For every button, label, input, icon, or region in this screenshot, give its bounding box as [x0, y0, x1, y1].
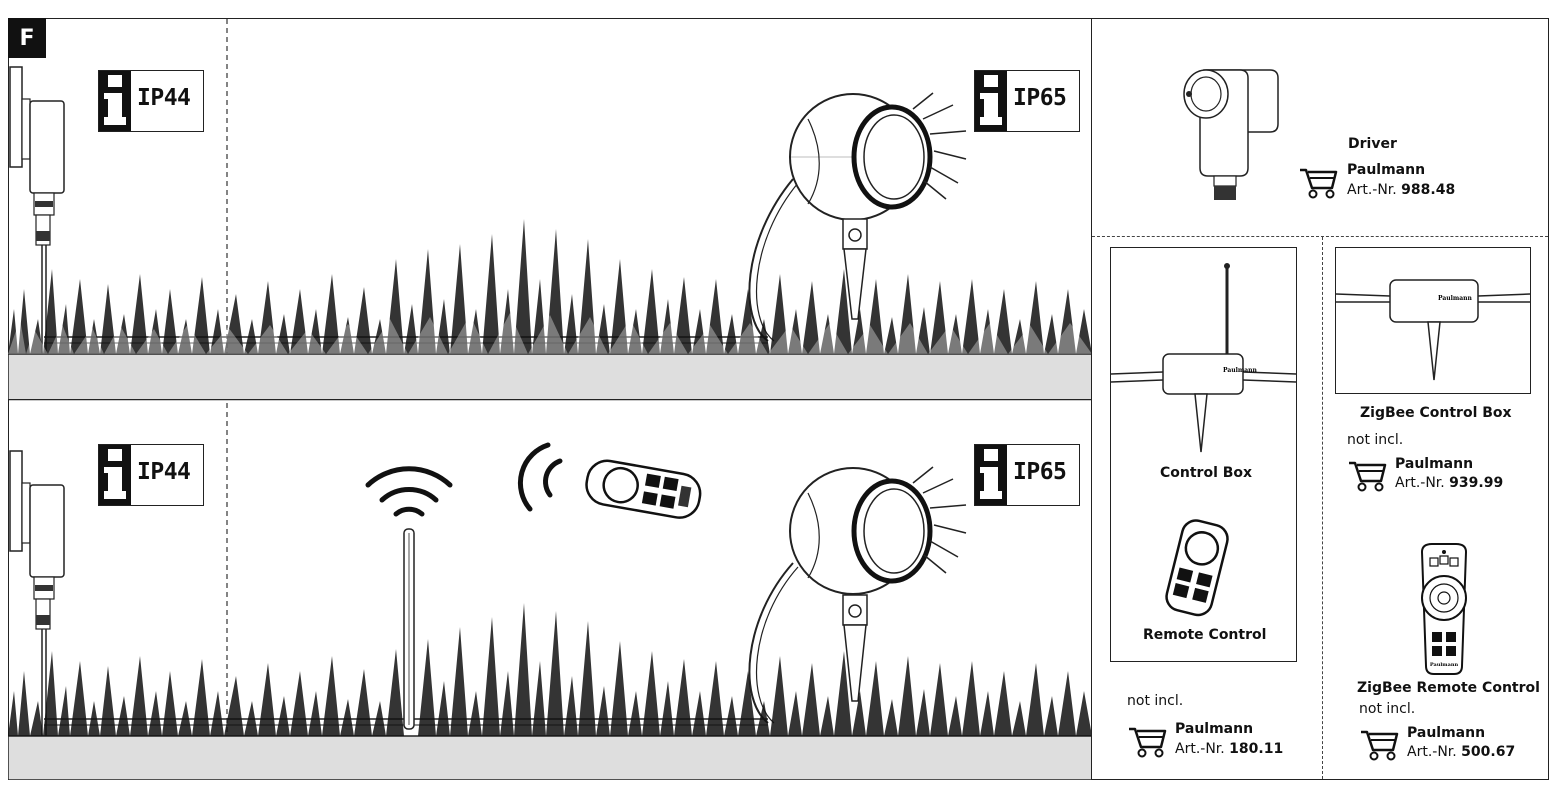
info-icon	[99, 71, 131, 131]
accessory-divider	[1092, 236, 1548, 237]
zigbee-remote-article: Art.-Nr. 500.67	[1407, 744, 1515, 760]
ip-rating-text: IP65	[1013, 459, 1066, 485]
device-brand-mark: Paulmann	[1438, 295, 1472, 302]
remote-control-illustration	[1162, 518, 1234, 618]
article-number: 988.48	[1401, 182, 1455, 198]
control-box-antenna	[404, 529, 414, 729]
ip-rating-badge-right: IP65	[974, 444, 1080, 506]
info-icon	[975, 71, 1007, 131]
driver-on-wall	[10, 67, 64, 354]
control-box-label: Control Box	[1160, 465, 1252, 481]
info-icon	[99, 445, 131, 505]
grass	[8, 219, 1092, 354]
zigbee-box-article: Art.-Nr. 939.99	[1395, 475, 1503, 491]
zigbee-box-label: ZigBee Control Box	[1360, 405, 1512, 421]
ground	[8, 736, 1092, 780]
kit-note: not incl.	[1127, 693, 1183, 709]
accessory-divider	[1322, 237, 1323, 779]
zigbee-remote-illustration: Paulmann	[1414, 542, 1474, 676]
driver-brand: Paulmann	[1347, 162, 1425, 178]
ip-rating-text: IP44	[137, 85, 190, 111]
zigbee-box-note: not incl.	[1347, 432, 1403, 448]
scene-bottom: IP44 IP65	[8, 399, 1092, 780]
grass	[8, 603, 1092, 736]
shopping-cart-icon	[1298, 164, 1338, 200]
remote-control	[583, 458, 703, 521]
zigbee-control-box-illustration: Paulmann	[1336, 270, 1530, 386]
device-brand-mark: Paulmann	[1223, 367, 1257, 374]
zigbee-remote-brand: Paulmann	[1407, 725, 1485, 741]
kit-article: Art.-Nr. 180.11	[1175, 741, 1283, 757]
radio-signal-icon	[520, 445, 560, 509]
shopping-cart-icon	[1359, 726, 1399, 762]
driver-article: Art.-Nr. 988.48	[1347, 182, 1455, 198]
shopping-cart-icon	[1127, 723, 1167, 759]
ip-rating-text: IP65	[1013, 85, 1066, 111]
ip-rating-badge-left: IP44	[98, 70, 204, 132]
kit-brand: Paulmann	[1175, 721, 1253, 737]
article-number: 939.99	[1449, 475, 1503, 491]
info-icon	[975, 445, 1007, 505]
ip-rating-badge-right: IP65	[974, 70, 1080, 132]
ip-rating-text: IP44	[137, 459, 190, 485]
scene-top: IP44 IP65	[8, 19, 1092, 400]
driver-illustration	[1180, 64, 1284, 204]
control-box-illustration: Paulmann	[1111, 258, 1296, 458]
ground	[8, 354, 1092, 400]
article-prefix: Art.-Nr.	[1407, 744, 1457, 760]
article-number: 500.67	[1461, 744, 1515, 760]
remote-control-label: Remote Control	[1143, 627, 1266, 643]
device-brand-mark: Paulmann	[1430, 662, 1459, 668]
zigbee-remote-label: ZigBee Remote Control	[1357, 680, 1540, 696]
driver-on-wall	[10, 451, 64, 736]
article-prefix: Art.-Nr.	[1395, 475, 1445, 491]
ip-rating-badge-left: IP44	[98, 444, 204, 506]
panel-divider	[1091, 18, 1092, 780]
zigbee-remote-note: not incl.	[1359, 701, 1415, 717]
wifi-signal-icon	[368, 469, 450, 514]
shopping-cart-icon	[1347, 457, 1387, 493]
article-prefix: Art.-Nr.	[1347, 182, 1397, 198]
driver-label: Driver	[1348, 136, 1397, 152]
article-prefix: Art.-Nr.	[1175, 741, 1225, 757]
zigbee-box-brand: Paulmann	[1395, 456, 1473, 472]
article-number: 180.11	[1229, 741, 1283, 757]
